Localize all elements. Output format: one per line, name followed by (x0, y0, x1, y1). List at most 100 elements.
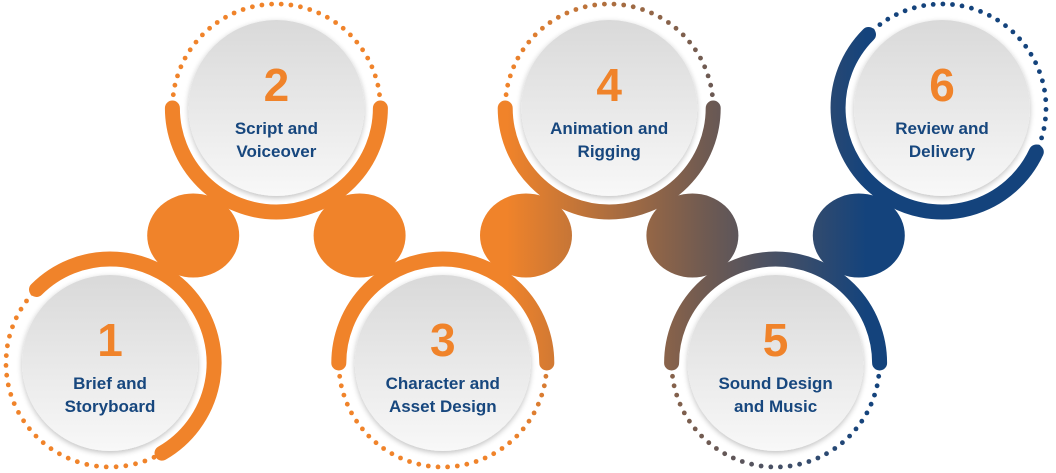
dot (10, 324, 15, 330)
dot (482, 455, 488, 461)
step-number: 4 (596, 59, 622, 111)
connector-arc (164, 100, 388, 220)
dot (333, 20, 338, 25)
dot (502, 102, 508, 107)
dot (859, 418, 865, 424)
dot (705, 73, 711, 79)
dot (708, 82, 714, 88)
dot (673, 25, 679, 31)
dot (259, 2, 265, 8)
dot (870, 28, 875, 34)
dot (520, 426, 526, 432)
dot (806, 459, 812, 464)
dot (959, 3, 965, 9)
dot (592, 2, 598, 8)
dot (902, 8, 908, 14)
dot (531, 410, 537, 416)
dot (1042, 87, 1047, 93)
dot (407, 459, 412, 464)
dot (377, 102, 383, 107)
dot (893, 12, 899, 17)
step-number: 6 (929, 59, 955, 111)
step-number: 3 (430, 314, 456, 366)
dot (874, 383, 880, 389)
connector-arc (331, 251, 555, 371)
dot (193, 39, 199, 45)
dot (187, 47, 193, 53)
dot (473, 459, 479, 464)
connector-arc (830, 27, 1044, 220)
dot (365, 55, 371, 61)
dot (4, 372, 10, 378)
dot (797, 461, 802, 467)
dot (377, 92, 382, 98)
dot (687, 418, 692, 424)
dot (454, 463, 460, 469)
dot (503, 92, 509, 98)
dot (699, 433, 704, 439)
step-title-line2: Rigging (577, 142, 641, 161)
dot (787, 463, 793, 469)
dot (142, 458, 148, 464)
dot (416, 461, 422, 467)
dot (223, 14, 228, 20)
dot (877, 364, 882, 369)
dot (133, 461, 138, 467)
dot (666, 20, 671, 25)
dot (749, 461, 754, 467)
dot (1043, 116, 1048, 122)
dot (1043, 97, 1049, 103)
dot (7, 333, 12, 339)
dot (375, 82, 381, 88)
step-title-line2: Voiceover (236, 142, 317, 161)
dot (231, 10, 237, 16)
step-disk (22, 275, 198, 451)
dot (57, 451, 62, 457)
dot (366, 433, 372, 439)
dot (824, 451, 829, 457)
dot (1028, 51, 1034, 57)
dot (298, 4, 303, 10)
dot (698, 55, 703, 61)
dot (543, 373, 549, 379)
dot (1037, 69, 1042, 74)
dot (911, 5, 917, 11)
dot (337, 373, 343, 379)
dot (445, 464, 450, 470)
dot (65, 455, 71, 461)
dot (369, 64, 375, 70)
dot (847, 433, 852, 439)
dot (930, 2, 936, 7)
dot (3, 363, 9, 368)
dot (940, 1, 946, 7)
step-disk (854, 20, 1030, 196)
connector-junction (313, 193, 406, 278)
dot (526, 418, 532, 424)
step-number: 2 (263, 59, 290, 111)
dot (768, 464, 774, 470)
dot (11, 401, 17, 406)
dot (170, 102, 175, 107)
dot (372, 73, 378, 79)
dot (170, 92, 176, 98)
dot (507, 440, 512, 446)
dot (354, 418, 359, 424)
dot (344, 401, 350, 407)
dot (340, 25, 346, 31)
dot (515, 55, 521, 61)
step-title-line1: Character and (385, 374, 500, 393)
dot (547, 20, 553, 25)
dot (33, 433, 39, 439)
dot (21, 418, 26, 424)
dot (520, 47, 526, 53)
step-title-line2: and Music (734, 397, 818, 416)
dot (950, 2, 955, 7)
step-number: 1 (97, 314, 123, 366)
dot (74, 459, 80, 465)
dot (24, 298, 29, 304)
step-title-line2: Asset Design (388, 397, 497, 416)
dot (555, 14, 561, 20)
dot (514, 433, 520, 439)
dot (27, 426, 32, 432)
step-3: 3 Character and Asset Design (358, 316, 528, 418)
